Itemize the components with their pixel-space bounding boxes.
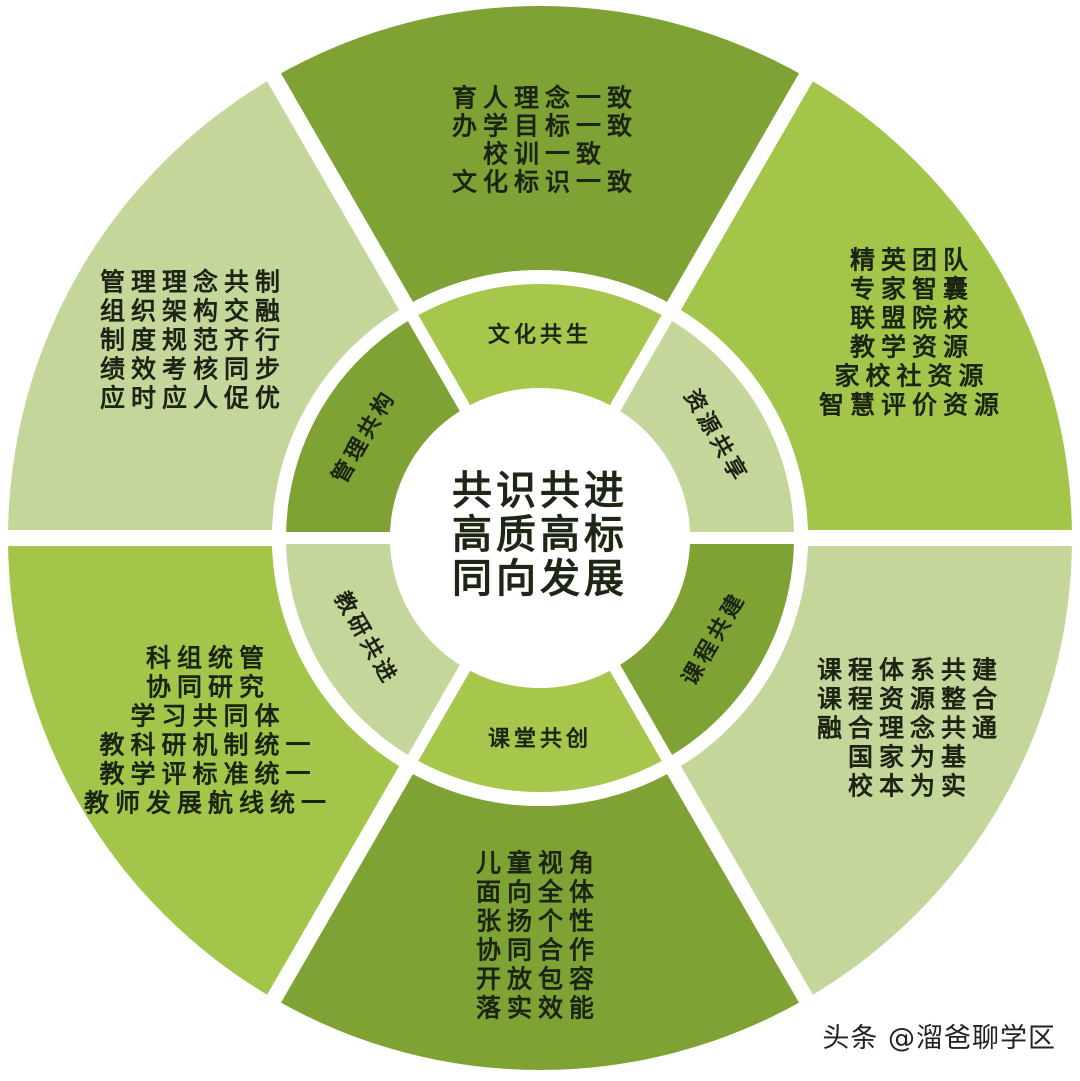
inner-divider-0 bbox=[608, 313, 674, 413]
outer-label-culture-2: 校训一致 bbox=[483, 140, 607, 169]
outer-label-culture-0: 育人理念一致 bbox=[452, 84, 638, 113]
outer-label-research-0: 科组统管 bbox=[146, 644, 270, 673]
outer-label-classroom-5: 落实效能 bbox=[476, 994, 600, 1023]
inner-sector-curriculum bbox=[615, 538, 794, 758]
center-line-0: 共识共进 bbox=[452, 467, 628, 514]
outer-divider-3 bbox=[265, 764, 414, 1007]
outer-sector-research bbox=[8, 538, 406, 999]
outer-label-classroom-1: 面向全体 bbox=[476, 878, 600, 907]
outer-label-classroom-3: 协同合作 bbox=[476, 936, 600, 965]
inner-sector-culture bbox=[413, 283, 667, 409]
outer-label-resources-5: 智慧评价资源 bbox=[819, 391, 1005, 420]
outer-divider-5 bbox=[265, 69, 414, 312]
inner-sector-research bbox=[286, 538, 465, 758]
outer-label-curriculum-4: 校本为实 bbox=[848, 772, 972, 801]
center-line-2: 同向发展 bbox=[452, 555, 628, 602]
outer-label-curriculum-1: 课程资源整合 bbox=[817, 685, 1003, 714]
outer-label-research-2: 学习共同体 bbox=[130, 702, 285, 731]
outer-label-resources-2: 联盟院校 bbox=[850, 304, 974, 333]
outer-label-research-4: 教学评标准统一 bbox=[99, 760, 316, 789]
center-disc bbox=[390, 388, 690, 688]
inner-sector-management bbox=[286, 318, 465, 538]
outer-label-curriculum-0: 课程体系共建 bbox=[817, 656, 1003, 685]
outer-divider-0 bbox=[666, 69, 815, 312]
inner-label-classroom: 课堂共创 bbox=[488, 726, 592, 752]
outer-label-research-3: 教科研机制统一 bbox=[99, 731, 316, 760]
outer-label-classroom-0: 儿童视角 bbox=[476, 849, 600, 878]
inner-divider-2 bbox=[608, 663, 674, 763]
outer-label-management-0: 管理理念共制 bbox=[100, 268, 286, 297]
outer-sector-management bbox=[7, 77, 406, 539]
inner-sector-classroom bbox=[413, 667, 667, 792]
watermark-text: 头条 @溜爸聊学区 bbox=[822, 1023, 1056, 1054]
outer-label-resources-0: 精英团队 bbox=[850, 246, 974, 275]
outer-label-resources-1: 专家智囊 bbox=[850, 275, 974, 304]
outer-label-management-2: 制度规范齐行 bbox=[100, 326, 286, 355]
outer-label-classroom-2: 张扬个性 bbox=[476, 907, 600, 936]
inner-sector-resources bbox=[615, 318, 794, 538]
outer-label-curriculum-3: 国家为基 bbox=[848, 743, 972, 772]
inner-divider-3 bbox=[406, 663, 472, 763]
outer-sector-curriculum bbox=[674, 538, 1072, 999]
outer-label-management-1: 组织架构交融 bbox=[100, 297, 286, 326]
outer-label-research-1: 协同研究 bbox=[146, 673, 270, 702]
outer-label-resources-4: 家校社资源 bbox=[834, 362, 989, 391]
inner-label-culture: 文化共生 bbox=[488, 322, 592, 348]
center-line-1: 高质高标 bbox=[452, 511, 628, 558]
outer-sector-culture bbox=[274, 5, 806, 306]
outer-label-resources-3: 教学资源 bbox=[850, 333, 974, 362]
outer-label-culture-1: 办学目标一致 bbox=[452, 112, 638, 141]
outer-label-classroom-4: 开放包容 bbox=[476, 965, 600, 994]
outer-label-curriculum-2: 融合理念共通 bbox=[817, 714, 1003, 743]
outer-divider-2 bbox=[666, 764, 815, 1007]
outer-label-research-5: 教师发展航线统一 bbox=[84, 789, 332, 818]
outer-label-management-3: 绩效考核同步 bbox=[100, 355, 286, 384]
outer-sector-classroom bbox=[274, 770, 806, 1070]
outer-label-culture-3: 文化标识一致 bbox=[452, 168, 638, 197]
outer-label-management-4: 应时应人促优 bbox=[100, 384, 286, 413]
outer-sector-resources bbox=[674, 77, 1072, 539]
inner-divider-5 bbox=[406, 313, 472, 413]
